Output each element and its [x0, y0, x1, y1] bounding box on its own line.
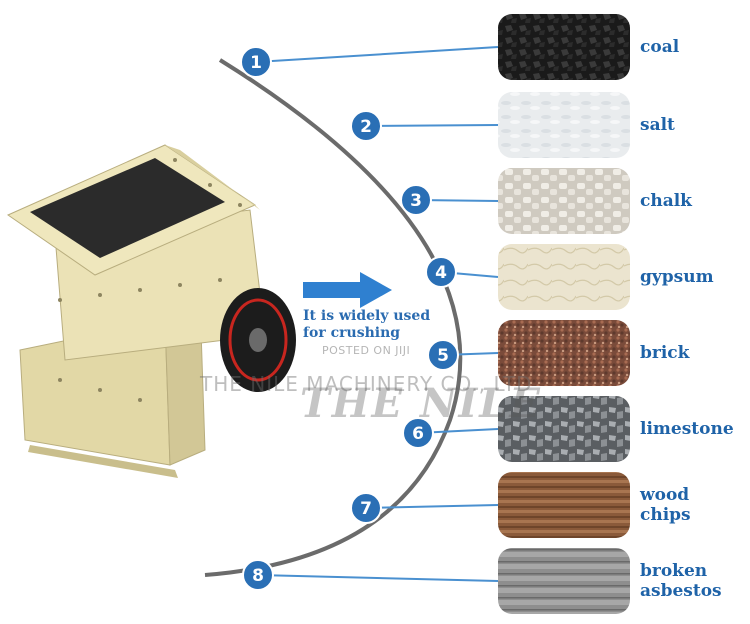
connector-line-1 — [255, 46, 499, 63]
material-arc — [204, 58, 463, 577]
limestone-photo — [498, 396, 630, 462]
step-badge-4 — [425, 256, 457, 288]
material-label-5: brick — [640, 343, 689, 363]
direction-arrow-icon — [303, 272, 392, 308]
material-label-line: limestone — [640, 419, 734, 439]
step-badge-6 — [402, 417, 434, 449]
gypsum-photo — [498, 244, 630, 310]
hammer-crusher-machine — [6, 144, 296, 478]
usage-caption-line2: for crushing — [303, 325, 401, 341]
material-label-3: chalk — [640, 191, 692, 211]
connector-line-7 — [365, 504, 499, 509]
material-label-line: chalk — [640, 191, 692, 211]
connector-line-8 — [257, 574, 499, 582]
step-number-7: 7 — [360, 499, 372, 519]
material-label-6: limestone — [640, 419, 734, 439]
step-number-5: 5 — [437, 346, 449, 366]
step-number-3: 3 — [410, 191, 422, 211]
company-watermark: THE NILE MACHINERY CO., LTD — [200, 372, 533, 396]
step-badge-1 — [240, 46, 272, 78]
material-label-2: salt — [640, 115, 675, 135]
usage-caption: It is widely used for crushing — [303, 308, 430, 342]
salt-photo — [498, 92, 630, 158]
connector-line-2 — [365, 124, 499, 127]
coal-photo — [498, 14, 630, 80]
step-badge-2 — [350, 110, 382, 142]
step-badge-7 — [350, 492, 382, 524]
material-label-line: broken — [640, 561, 708, 581]
chalk-photo — [498, 168, 630, 234]
wood-chips-photo — [498, 472, 630, 538]
material-label-line: salt — [640, 115, 675, 135]
step-number-2: 2 — [360, 117, 372, 137]
step-number-8: 8 — [252, 566, 264, 586]
material-label-line: coal — [640, 37, 680, 57]
usage-caption-line1: It is widely used — [303, 308, 431, 324]
step-number-4: 4 — [435, 263, 447, 283]
step-badge-5 — [427, 339, 459, 371]
material-label-line: wood — [640, 485, 690, 505]
posted-watermark: POSTED ON JIJI — [322, 344, 411, 357]
material-label-line: asbestos — [640, 581, 722, 601]
asbestos-photo — [498, 548, 630, 614]
step-badge-8 — [242, 559, 274, 591]
brand-watermark: THE NILE — [300, 380, 542, 427]
step-badge-3 — [400, 184, 432, 216]
step-number-6: 6 — [412, 424, 424, 444]
step-number-1: 1 — [250, 53, 262, 73]
material-label-line: chips — [640, 505, 691, 525]
material-label-4: gypsum — [640, 267, 714, 287]
material-label-1: coal — [640, 37, 679, 57]
brick-photo — [498, 320, 630, 386]
material-label-line: gypsum — [640, 267, 714, 287]
material-label-line: brick — [640, 343, 690, 363]
